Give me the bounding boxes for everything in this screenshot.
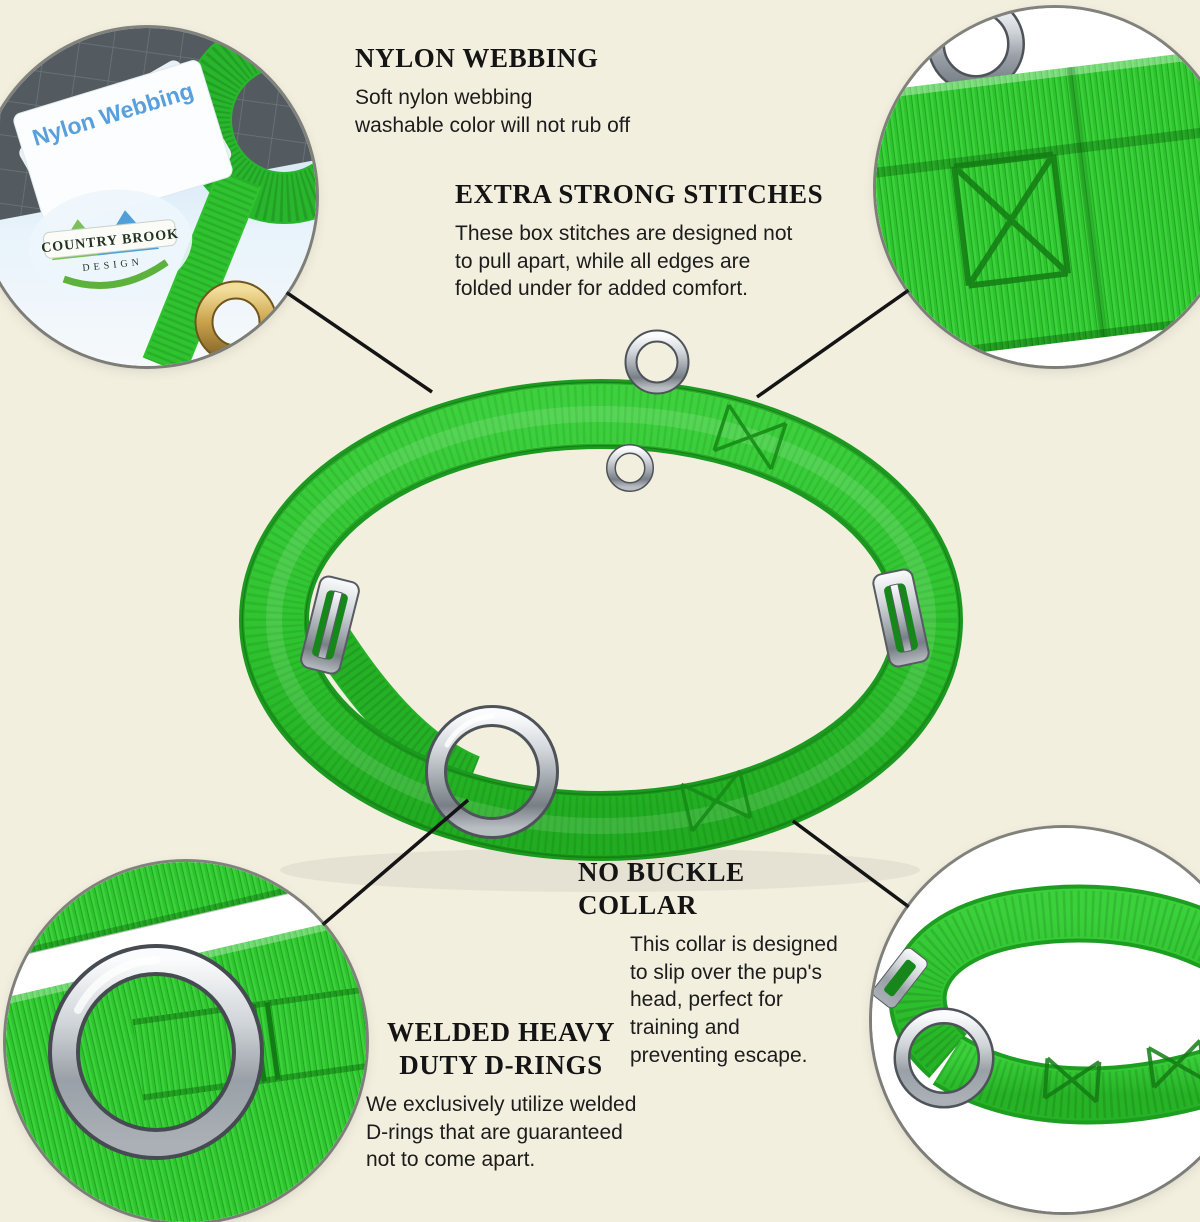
callout-welded-d-rings: WELDED HEAVY DUTY D-RINGS We exclusively…: [338, 1016, 664, 1174]
callout-extra-strong-stitches: EXTRA STRONG STITCHES These box stitches…: [455, 178, 825, 303]
callout-stitches-body: These box stitches are designed not to p…: [455, 220, 825, 303]
callout-nylon-webbing-title: NYLON WEBBING: [355, 42, 725, 75]
callout-d-rings-body: We exclusively utilize welded D-rings th…: [366, 1091, 664, 1174]
inset-d-ring-closeup-photo: [6, 862, 366, 1222]
top-ring-hardware: [631, 336, 683, 388]
inner-ring-hardware: [611, 449, 649, 487]
callout-stitches-title: EXTRA STRONG STITCHES: [455, 178, 825, 211]
callout-no-buckle-title: NO BUCKLE COLLAR: [578, 856, 850, 922]
callout-d-rings-title: WELDED HEAVY DUTY D-RINGS: [338, 1016, 664, 1082]
d-ring-closeup-photo: [6, 862, 366, 1222]
callout-nylon-webbing: NYLON WEBBING Soft nylon webbing washabl…: [355, 42, 725, 139]
callout-nylon-webbing-body: Soft nylon webbing washable color will n…: [355, 84, 725, 139]
